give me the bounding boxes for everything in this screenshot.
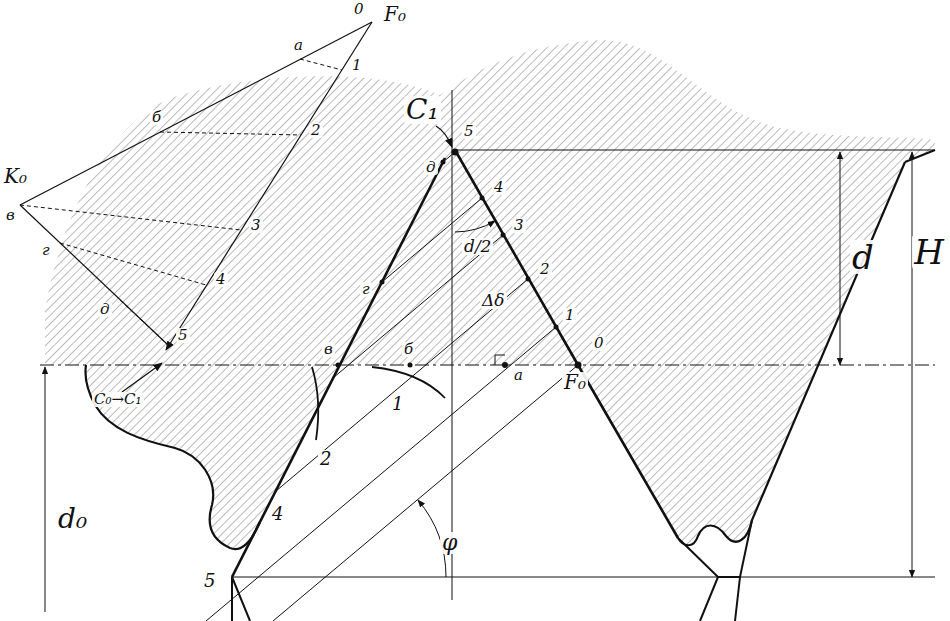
figure-label: а [292, 38, 305, 53]
point-dots [452, 149, 459, 156]
construction-lines [455, 150, 935, 151]
figure-label: d/2 [462, 238, 493, 255]
figure-label: 2 [538, 262, 552, 277]
point-dots [380, 280, 385, 285]
figure-label: 4 [492, 180, 506, 195]
angle-arcs [455, 221, 495, 232]
figure-label: K₀ [2, 166, 29, 186]
construction-lines [40, 90, 935, 621]
figure-label: г [360, 282, 372, 297]
dimension-lines [912, 152, 913, 577]
dimension-lines [45, 152, 912, 612]
figure-label: в [322, 342, 335, 357]
figure-label: б [402, 342, 415, 357]
figure-label: F₀ [562, 372, 588, 392]
point-dots [526, 277, 531, 282]
figure-label: F₀ [382, 4, 408, 24]
figure-label: а [512, 368, 525, 383]
construction-diagram [20, 59, 342, 345]
point-dots [502, 362, 508, 368]
profile-outline [700, 577, 740, 621]
figure-label: Δδ [480, 292, 507, 309]
construction-lines [273, 365, 578, 621]
figure-label: φ [440, 532, 459, 554]
figure-label: 3 [249, 218, 263, 233]
figure-label: в [4, 208, 17, 223]
figure-label: д [424, 160, 438, 175]
profile-outline [85, 365, 260, 549]
point-dots [336, 149, 582, 369]
profile-outline [678, 162, 905, 545]
figure-label: 4 [214, 272, 228, 287]
figure-label: 5 [462, 124, 476, 139]
hatched-region [455, 150, 935, 545]
construction-diagram [166, 22, 372, 350]
profile-outline [232, 158, 445, 577]
point-dots [408, 363, 413, 368]
construction-diagram [20, 22, 372, 205]
figure-label: 2 [309, 123, 323, 138]
figure-label: 5 [176, 328, 190, 343]
figure-label: 4 [270, 505, 285, 523]
profile-outline [85, 150, 935, 621]
point-dots [441, 160, 446, 165]
construction-lines [452, 90, 453, 600]
profile-outline [678, 520, 752, 577]
figure-label: d₀ [56, 505, 89, 533]
angle-arcs [418, 221, 495, 577]
point-dots [480, 196, 485, 201]
profile-outline [232, 577, 250, 621]
figure-label: г [40, 243, 52, 258]
construction-lines [333, 235, 503, 378]
hatched-region [45, 40, 935, 549]
leader-lines [122, 363, 162, 392]
profile-outline [905, 150, 935, 162]
point-dots [501, 233, 506, 238]
figure-label: d [850, 240, 876, 274]
point-dots [336, 363, 341, 368]
leader-lines [436, 126, 452, 147]
figure-label: 0 [592, 336, 606, 351]
figure-label: д [98, 302, 112, 317]
figure-label: б [150, 110, 163, 125]
profile-outline [312, 367, 318, 440]
leader-lines [122, 126, 452, 392]
point-dots [554, 325, 559, 330]
figure-label: C₀→C₁ [92, 392, 144, 407]
construction-lines [40, 365, 935, 366]
dimension-lines [45, 367, 46, 612]
dimension-lines [840, 152, 841, 365]
construction-lines [232, 577, 935, 578]
figure-label: C₁ [404, 96, 441, 124]
construction-lines [276, 279, 528, 491]
figure-label: H [912, 235, 946, 269]
figure-label: 1 [390, 395, 405, 413]
figure-label: 2 [318, 450, 333, 468]
figure-label: 1 [350, 58, 364, 73]
figure-label: 5 [202, 572, 217, 590]
figure-label: 1 [563, 308, 577, 323]
construction-diagram [20, 22, 372, 350]
point-dots [575, 362, 582, 369]
profile-outline [372, 367, 445, 398]
figure-label: 3 [512, 218, 526, 233]
profile-outline [455, 150, 678, 538]
figure-label: 0 [352, 2, 366, 17]
hatched-region [85, 365, 340, 549]
